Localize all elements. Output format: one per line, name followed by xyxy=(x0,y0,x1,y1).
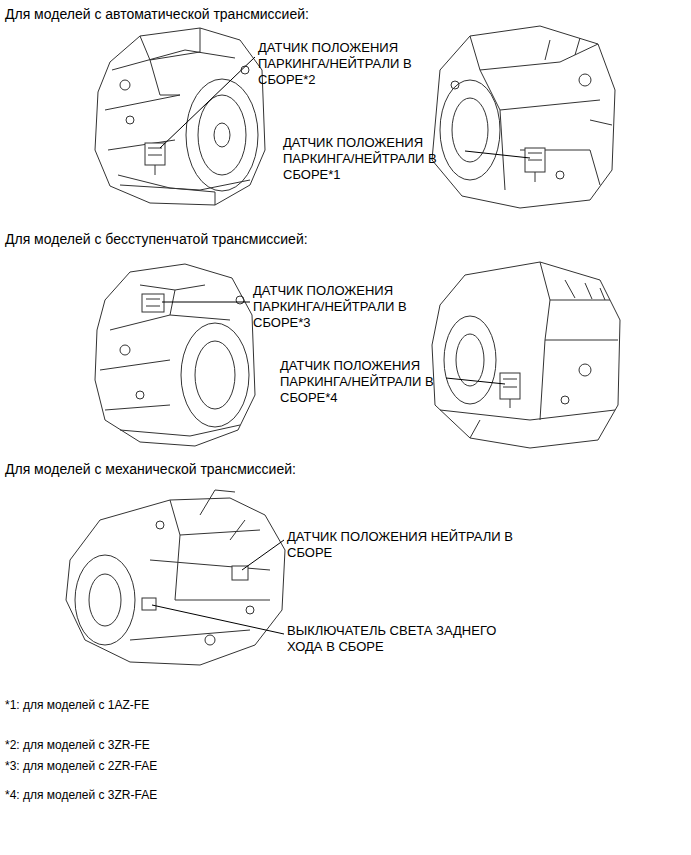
automatic-transmission xyxy=(432,26,615,208)
part-label: ДАТЧИК ПОЛОЖЕНИЯ ПАРКИНГА/НЕЙТРАЛИ В СБО… xyxy=(280,358,452,406)
footnote: *1: для моделей с 1AZ-FE xyxy=(5,697,149,713)
section-heading: Для моделей с механической трансмиссией: xyxy=(5,461,296,477)
leader-lines xyxy=(152,57,530,634)
automatic-transmission xyxy=(95,28,265,205)
section-heading: Для моделей с автоматической трансмиссие… xyxy=(5,6,309,22)
footnote: *2: для моделей с 3ZR-FE xyxy=(5,737,150,753)
section-heading: Для моделей с бесступенчатой трансмиссие… xyxy=(5,231,308,247)
part-label: ДАТЧИК ПОЛОЖЕНИЯ НЕЙТРАЛИ В СБОРЕ xyxy=(287,529,527,561)
part-label: ДАТЧИК ПОЛОЖЕНИЯ ПАРКИНГА/НЕЙТРАЛИ В СБО… xyxy=(253,283,425,331)
cvt-transmission xyxy=(95,264,255,446)
cvt-transmission xyxy=(432,262,620,448)
footnote: *3: для моделей с 2ZR-FAE xyxy=(5,758,157,774)
part-label: ДАТЧИК ПОЛОЖЕНИЯ ПАРКИНГА/НЕЙТРАЛИ В СБО… xyxy=(283,135,455,183)
manual-transmission xyxy=(66,490,285,665)
part-label: ВЫКЛЮЧАТЕЛЬ СВЕТА ЗАДНЕГО ХОДА В СБОРЕ xyxy=(287,623,527,655)
part-label: ДАТЧИК ПОЛОЖЕНИЯ ПАРКИНГА/НЕЙТРАЛИ В СБО… xyxy=(258,40,430,88)
footnote: *4: для моделей с 3ZR-FAE xyxy=(5,787,157,803)
